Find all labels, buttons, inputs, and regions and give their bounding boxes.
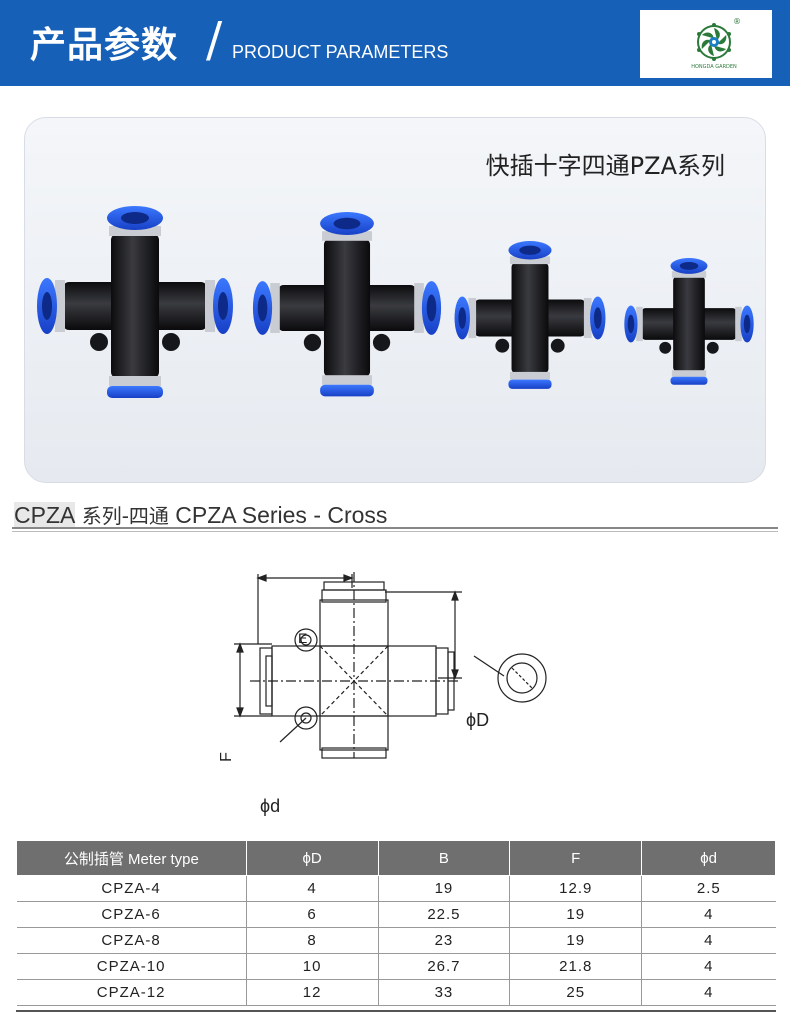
cell-B: 26.7: [377, 953, 510, 980]
header-banner: 产品参数 / PRODUCT PARAMETERS: [0, 0, 790, 86]
page-title: 产品参数: [30, 25, 179, 66]
label-E: E: [298, 630, 308, 646]
cell-model: CPZA-8: [16, 927, 247, 954]
table-row: CPZA-12 12 33 25 4: [16, 979, 776, 1006]
table-header-row: 公制插管 Meter type ϕD B F ϕd: [16, 840, 776, 876]
cell-B: 33: [377, 979, 510, 1006]
cell-model: CPZA-6: [16, 901, 247, 928]
cell-phi-d: 4: [641, 953, 776, 980]
table-row: CPZA-10 10 26.7 21.8 4: [16, 953, 776, 980]
cell-F: 12.9: [509, 875, 642, 902]
col-header-phi-D: ϕD: [245, 840, 379, 876]
cell-phi-D: 10: [245, 953, 378, 980]
technical-drawing: E ϕD F ϕd: [210, 560, 570, 816]
divider-line: [12, 527, 778, 529]
cell-B: 23: [377, 927, 510, 954]
divider-line-thin: [12, 531, 778, 532]
cell-model: CPZA-4: [16, 875, 247, 902]
cell-B: 19: [377, 875, 510, 902]
title-slash: /: [206, 12, 223, 68]
series-code: CPZA: [14, 502, 76, 528]
cell-F: 25: [509, 979, 642, 1006]
fitting-small: [624, 258, 754, 385]
cell-model: CPZA-12: [16, 979, 247, 1006]
cell-phi-d: 2.5: [641, 875, 776, 902]
table-row: CPZA-6 6 22.5 19 4: [16, 901, 776, 928]
table-bottom-rule: [16, 1010, 776, 1012]
registered-mark: ®: [733, 17, 741, 26]
cell-phi-d: 4: [641, 927, 776, 954]
col-header-phi-d: ϕd: [641, 840, 776, 876]
product-photo: [37, 206, 754, 398]
brand-logo: ® HONGDA GARDEN: [640, 10, 772, 78]
series-title: CPZA 系列-四通 CPZA Series - Cross: [14, 500, 387, 529]
cell-phi-D: 4: [245, 875, 378, 902]
col-header-B: B: [377, 840, 511, 876]
cross-fitting-diagram: [234, 572, 547, 759]
fitting-large-2: [252, 212, 442, 397]
cell-phi-D: 8: [245, 927, 378, 954]
cell-phi-D: 12: [245, 979, 378, 1006]
cell-F: 21.8: [509, 953, 642, 980]
cell-model: CPZA-10: [16, 953, 247, 980]
cell-F: 19: [509, 927, 642, 954]
logo-wordmark: HONGDA GARDEN: [691, 64, 737, 70]
photo-caption: 快插十字四通PZA系列: [485, 152, 725, 180]
table-row: CPZA-4 4 19 12.9 2.5: [16, 875, 776, 902]
fitting-large-1: [37, 206, 233, 398]
cell-B: 22.5: [377, 901, 510, 928]
page-subtitle: PRODUCT PARAMETERS: [232, 42, 449, 62]
label-F: F: [217, 752, 235, 762]
cell-phi-d: 4: [641, 901, 776, 928]
parameter-table: 公制插管 Meter type ϕD B F ϕd CPZA-4 4 19 12…: [16, 840, 776, 1006]
label-phi-D: ϕD: [466, 710, 490, 730]
col-header-meter-type: 公制插管 Meter type: [16, 840, 247, 876]
product-photo-panel: 快插十字四通PZA系列: [24, 117, 766, 483]
cell-F: 19: [509, 901, 642, 928]
cell-phi-d: 4: [641, 979, 776, 1006]
series-name-en: CPZA Series - Cross: [175, 502, 388, 528]
cell-phi-D: 6: [245, 901, 378, 928]
fitting-medium: [454, 241, 606, 389]
col-header-F: F: [509, 840, 643, 876]
label-phi-d: ϕd: [260, 796, 281, 816]
series-name-cn: 系列-四通: [75, 504, 176, 528]
table-row: CPZA-8 8 23 19 4: [16, 927, 776, 954]
